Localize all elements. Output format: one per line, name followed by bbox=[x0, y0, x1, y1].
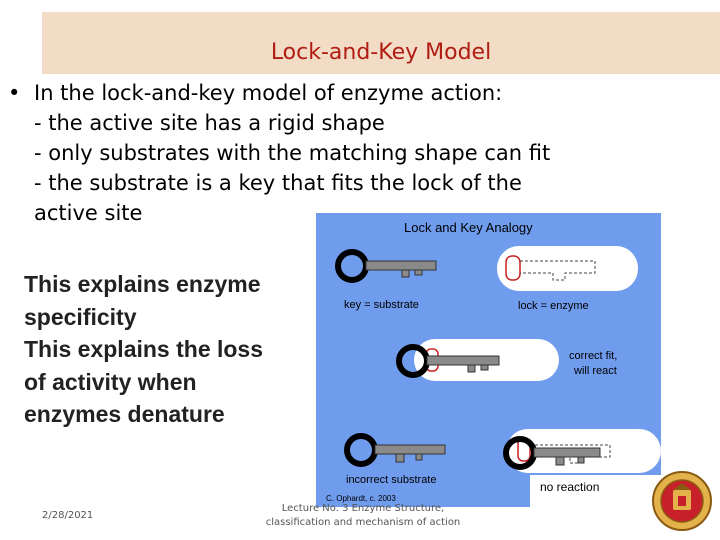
side-text: This explains enzyme specificity This ex… bbox=[24, 268, 324, 431]
correct-fit-key-icon bbox=[396, 344, 500, 378]
bullet-line: - the active site has a rigid shape bbox=[34, 111, 385, 135]
bullet-text: In the lock-and-key model of enzyme acti… bbox=[34, 78, 624, 228]
bullet-line: In the lock-and-key model of enzyme acti… bbox=[34, 81, 503, 105]
side-line: enzymes denature bbox=[24, 401, 225, 427]
university-seal-icon bbox=[651, 470, 713, 537]
no-reaction-label-box bbox=[530, 475, 661, 507]
side-line: This explains enzyme bbox=[24, 271, 261, 297]
lock-label: lock = enzyme bbox=[518, 300, 589, 312]
side-line: This explains the loss bbox=[24, 336, 264, 362]
fit-label-line2: will react bbox=[573, 365, 617, 377]
slide-title: Lock-and-Key Model bbox=[270, 40, 492, 65]
diagram-svg: Lock and Key Analogy key = substrate loc… bbox=[335, 220, 661, 507]
footer-date: 2/28/2021 bbox=[42, 510, 94, 521]
key-label: key = substrate bbox=[344, 299, 419, 311]
no-reaction-label: no reaction bbox=[540, 480, 599, 494]
lock-key-diagram: Lock and Key Analogy key = substrate loc… bbox=[316, 213, 661, 507]
bullet-line: - the substrate is a key that fits the l… bbox=[34, 171, 522, 195]
title-bar: Lock-and-Key Model bbox=[42, 12, 720, 74]
no-reaction-key-icon bbox=[503, 436, 601, 470]
bullet-line: active site bbox=[34, 201, 143, 225]
lock-icon bbox=[497, 246, 638, 291]
bullet-line: - only substrates with the matching shap… bbox=[34, 141, 551, 165]
incorrect-label: incorrect substrate bbox=[346, 474, 436, 486]
footer-lecture-line1: Lecture No. 3 Enzyme Structure, bbox=[281, 503, 445, 514]
side-line: of activity when bbox=[24, 368, 197, 395]
fit-label-line1: correct fit, bbox=[569, 350, 617, 362]
incorrect-key-icon bbox=[344, 433, 446, 467]
side-line: specificity bbox=[24, 303, 137, 330]
footer-lecture-line2: classification and mechanism of action bbox=[265, 517, 461, 528]
key-icon bbox=[335, 249, 437, 283]
diagram-title: Lock and Key Analogy bbox=[404, 220, 533, 235]
footer-lecture: Lecture No. 3 Enzyme Structure, classifi… bbox=[258, 502, 468, 530]
diagram-credit: C. Ophardt, c. 2003 bbox=[326, 494, 396, 503]
bullet-marker: • bbox=[8, 81, 21, 105]
